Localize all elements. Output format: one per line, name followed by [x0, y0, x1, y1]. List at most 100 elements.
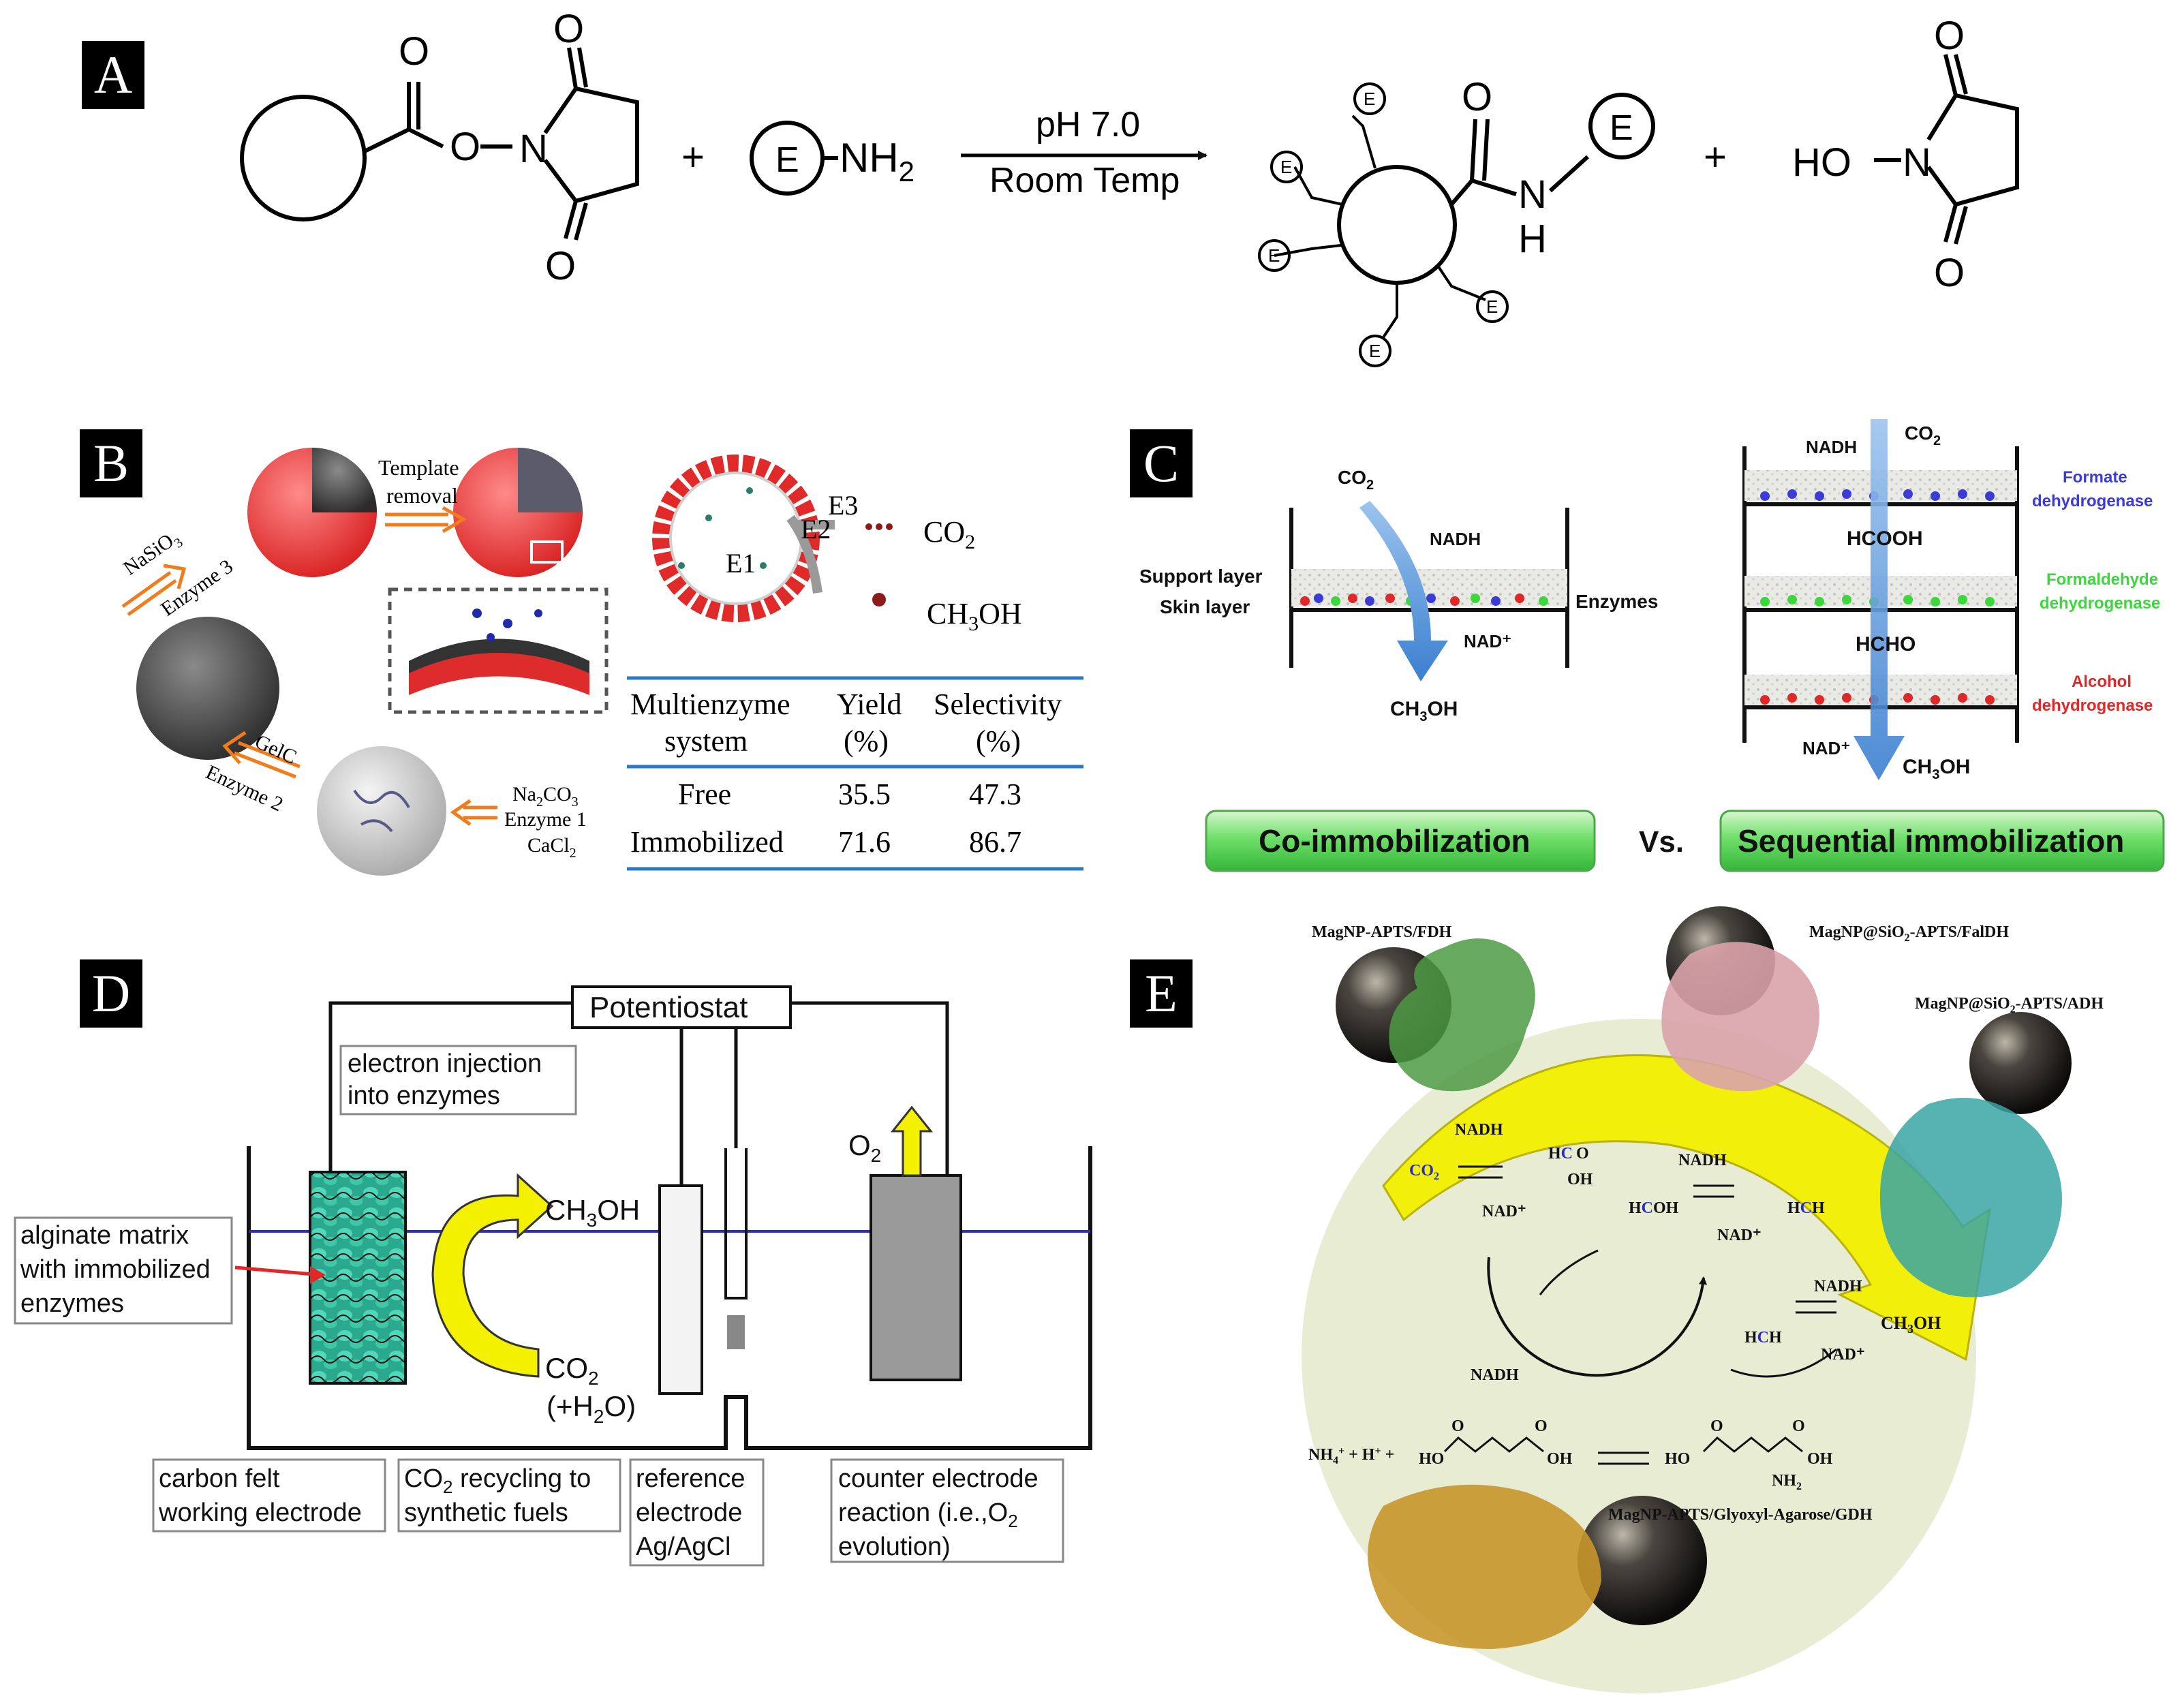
branch-linkers: [1274, 114, 1486, 339]
right-nad: NAD⁺: [1802, 738, 1850, 758]
support-layer: Support layer: [1139, 566, 1263, 587]
co2-recycling-1: CO2 recycling to: [404, 1464, 591, 1497]
electron-injection-2: into enzymes: [348, 1081, 500, 1110]
kg-ho: HO: [1419, 1450, 1444, 1468]
svg-text:E: E: [1268, 245, 1280, 266]
cycle-link-1: [1539, 1249, 1599, 1295]
co2-recycling-2: synthetic fuels: [404, 1498, 568, 1527]
panel-label-e: E: [1130, 959, 1193, 1028]
glu-nh2: NH2: [1772, 1472, 1802, 1492]
e2-label: E2: [801, 514, 831, 544]
th-multienzyme: Multienzyme: [630, 688, 790, 721]
sequential-immobilization-button: [1719, 810, 2165, 872]
counter-label-3: evolution): [838, 1533, 951, 1561]
panel-b: [121, 448, 1083, 876]
branch-enzymes: [1258, 82, 1509, 367]
e1-label: E1: [726, 548, 756, 579]
co2-e: CO2: [1409, 1162, 1439, 1182]
formaldehyde-1: HCH: [1787, 1199, 1825, 1217]
glu-o1: O: [1710, 1417, 1723, 1435]
vs-label: Vs.: [1639, 825, 1684, 859]
potentiostat-wires: [328, 1001, 949, 1186]
co-immobilization-button: [1205, 810, 1596, 872]
faldh-protein: [1661, 942, 1819, 1092]
counter-label-1: counter electrode: [838, 1464, 1039, 1493]
orange-arrows: [121, 506, 497, 827]
potentiostat-label: Potentiostat: [589, 991, 748, 1024]
inset-red-layer: [409, 651, 589, 695]
formate-label: Formate: [2063, 468, 2127, 487]
gdh-protein: [1368, 1484, 1601, 1649]
formate-dots: [1760, 489, 1995, 501]
nhs-carbonyl-bottom: [1943, 204, 1968, 245]
reference-label-3: Ag/AgCl: [636, 1533, 730, 1561]
sequential-label: Sequential immobilization: [1738, 823, 2124, 859]
svg-text:E: E: [1280, 157, 1292, 177]
left-ch3oh: CH3OH: [1390, 698, 1458, 724]
template-removal-2: removal: [386, 483, 458, 508]
nasio3-label: NaSiO3: [119, 525, 185, 583]
right-ch3oh: CH3OH: [1903, 756, 1970, 782]
nhs-o-top: O: [1934, 14, 1965, 58]
fdh-protein: [1389, 938, 1535, 1092]
o2-up-arrow: [890, 1105, 934, 1177]
th-system: system: [664, 724, 748, 758]
e3-label: E3: [828, 490, 858, 521]
carbon-felt-2: working electrode: [158, 1498, 362, 1527]
panel-c: [1205, 419, 2165, 872]
gelatin-core-sphere: [136, 617, 279, 760]
counter-label-2: reaction (i.e.,O2: [838, 1498, 1018, 1531]
panel-label-b: B: [80, 429, 142, 497]
svg-text:E: E: [1486, 296, 1498, 317]
td-free: Free: [678, 778, 731, 811]
table-rules: [627, 676, 1083, 871]
salt-bridge-frit: [727, 1315, 745, 1349]
cycle-link-2: [1730, 1348, 1837, 1378]
panel-label-d: D: [80, 959, 142, 1028]
amide-n: N: [1518, 172, 1547, 217]
nadh-1: NADH: [1455, 1121, 1503, 1139]
hollow-cutaway: [518, 448, 583, 512]
kg-o2: O: [1535, 1417, 1548, 1435]
td-immobilized-selectivity: 86.7: [969, 825, 1021, 859]
product-enzyme-letter: E: [1610, 108, 1633, 148]
multienzyme-vesicle: [652, 455, 820, 622]
alginate-electrode: [309, 1171, 407, 1385]
formic-acid-2: HCOH: [1629, 1199, 1679, 1217]
amide-o: O: [1462, 75, 1492, 119]
product-particle: [1337, 165, 1457, 285]
imide-carbonyl-bottom: [564, 200, 588, 241]
td-free-yield: 35.5: [838, 778, 891, 811]
alginate-pointer: [234, 1265, 314, 1276]
td-immobilized: Immobilized: [630, 825, 784, 859]
ester-bond: [363, 82, 411, 153]
co-flow-arrow: [1359, 501, 1448, 681]
electrolyte-tank: [247, 1146, 1092, 1450]
nad-2: NAD⁺: [1717, 1227, 1762, 1244]
n-atom: N: [519, 127, 548, 171]
th-yield: Yield: [837, 688, 902, 721]
panel-d: [14, 985, 1092, 1567]
enzymes-label: Enzymes: [1575, 591, 1658, 612]
amide-bond: [1471, 179, 1517, 196]
kg-o1: O: [1451, 1417, 1464, 1435]
alcohol-label: Alcohol: [2072, 673, 2132, 691]
gdh-label: MagNP-APTS/Glyoxyl-Agarose/GDH: [1608, 1506, 1873, 1524]
potentiostat-box: [571, 985, 792, 1029]
th-yield-unit: (%): [844, 724, 889, 758]
panel-e: [1302, 906, 2072, 1693]
panel-d-text: Potentiostat electron injection into enz…: [20, 991, 1039, 1561]
plus-sign-2: +: [1704, 135, 1727, 179]
imide-carbonyl-top: [567, 47, 588, 89]
ester-o-top: O: [399, 29, 429, 74]
nadh-regeneration-cycle: [1487, 1257, 1708, 1377]
nad-1: NAD⁺: [1482, 1203, 1526, 1220]
imide-o-top: O: [553, 7, 584, 51]
panel-label-a: A: [82, 41, 144, 109]
reference-label-2: electrode: [636, 1498, 742, 1527]
formaldehyde-label: Formaldehyde: [2046, 570, 2158, 589]
ester-link: [407, 127, 444, 149]
zoom-box: [530, 540, 564, 564]
faldh-label: MagNP@SiO2-APTS/FalDH: [1809, 923, 2009, 944]
th-selectivity: Selectivity: [934, 688, 1062, 721]
